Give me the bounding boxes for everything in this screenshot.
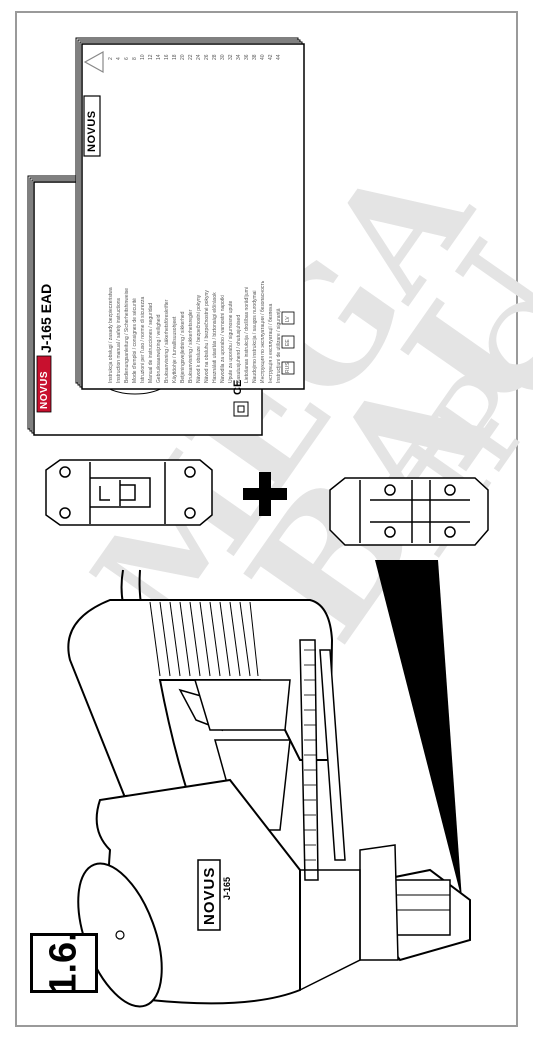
figure-number: 1.6. <box>42 931 85 995</box>
toc-line: Käyttöohje / turvallisuusohjeet <box>172 316 178 383</box>
adapter-lower <box>329 477 489 546</box>
toc-line: Istruzioni per l'uso / norme di sicurezz… <box>140 296 146 383</box>
toc-page-number: 30 <box>220 54 226 60</box>
toc-line: Bruksanvisning / säkerhetsföreskrifter <box>164 299 170 383</box>
toc-line: Lietošanas instrukcija / drošības norādī… <box>244 287 250 383</box>
toc-page-number: 12 <box>148 54 154 60</box>
toc-line: Használati utasítás / biztonsági előírás… <box>212 292 218 383</box>
tool-model-label: J-165 <box>222 876 232 900</box>
toc-line: Instrukcja obsługi / zasady bezpieczeńst… <box>108 287 114 383</box>
figure-number-label: 1.6. <box>30 931 98 995</box>
inner-logo-box <box>83 95 101 157</box>
inner-brand-logo: NOVUS <box>86 110 98 152</box>
pointer-wedge <box>375 560 462 900</box>
toc-page-number: 10 <box>140 54 146 60</box>
toc-line: Návod na obsluhu / bezpečnostné pokyny <box>204 290 210 383</box>
toc-page-number: 26 <box>204 54 210 60</box>
toc-page-number: 34 <box>236 54 242 60</box>
toc-line: Manual de instrucciones / seguridad <box>148 302 154 383</box>
toc-page-number: 44 <box>276 54 282 60</box>
toc-line: Mode d'emploi / consignes de sécurité <box>132 298 138 383</box>
lang-code: EE <box>285 339 291 346</box>
warning-triangle-icon <box>83 50 104 74</box>
toc-line: Инструкция по эксплуатации / безопасност… <box>260 280 266 383</box>
toc-page-number: 2 <box>108 57 114 60</box>
adapter-upper <box>45 459 213 526</box>
toc-page-number: 28 <box>212 54 218 60</box>
tool-logo-box <box>197 859 221 931</box>
toc-page-number: 20 <box>180 54 186 60</box>
toc-line: Upute za uporabu / sigurnosne upute <box>228 300 234 383</box>
toc-line: Betjeningsvejledning / sikkerhed <box>180 311 186 383</box>
toc-line: Návod k obsluze / bezpečnostní pokyny <box>196 294 202 383</box>
toc-line: Navodila za uporabo / varnostni napotki <box>220 295 226 383</box>
toc-page-number: 24 <box>196 54 202 60</box>
toc-page-number: 16 <box>164 54 170 60</box>
toc-line: Bruksanvisning / sikkerhetsregler <box>188 309 194 383</box>
toc-page-number: 36 <box>244 54 250 60</box>
lang-code: RUS <box>285 362 291 373</box>
plus-sign <box>243 472 287 516</box>
manual-inner <box>75 37 305 390</box>
figure-frame <box>15 11 518 1027</box>
toc-line: Інструкція з експлуатації / безпека <box>268 303 274 383</box>
toc-page-number: 18 <box>172 54 178 60</box>
toc-line: Instruction manual / safety instructions <box>116 297 122 383</box>
toc-page-number: 42 <box>268 54 274 60</box>
tool-brand-logo: NOVUS <box>201 866 218 925</box>
toc-line: Instrucţiuni de utilizare / siguranţă <box>276 308 282 383</box>
warning-symbol: ⚠ <box>88 73 89 74</box>
toc-line: Gebruiksaanwijzing / veiligheid <box>156 314 162 383</box>
toc-page-number: 40 <box>260 54 266 60</box>
toc-page-number: 4 <box>116 57 122 60</box>
toc-line: Kasutusjuhend / ohutusjuhised <box>236 314 242 383</box>
toc-page-number: 38 <box>252 54 258 60</box>
toc-line: Naudojimo instrukcija / saugos nurodymai <box>252 290 258 383</box>
toc-line: Bedienungsanleitung / Sicherheitshinweis… <box>124 287 130 383</box>
lang-code: LV <box>285 316 291 322</box>
cover-class-symbol <box>233 401 249 417</box>
toc-page-number: 32 <box>228 54 234 60</box>
cover-logo <box>36 355 52 413</box>
cover-model-title: J-165 EAD <box>38 283 54 353</box>
toc-page-number: 14 <box>156 54 162 60</box>
toc-page-number: 22 <box>188 54 194 60</box>
cover-brand-logo: NOVUS <box>39 370 50 409</box>
toc-page-number: 8 <box>132 57 138 60</box>
toc-page-number: 6 <box>124 57 130 60</box>
